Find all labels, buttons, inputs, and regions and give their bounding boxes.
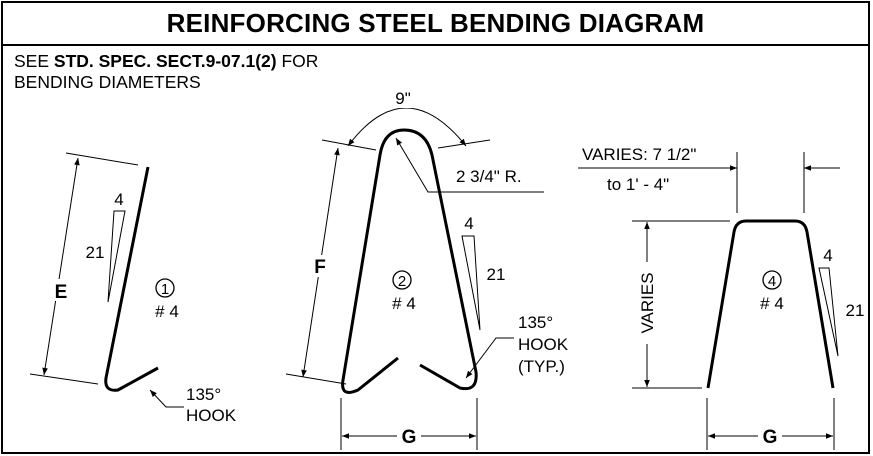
bar-2-top-width: 9"	[395, 89, 411, 108]
note-suffix: FOR	[276, 51, 319, 71]
bar-2-slope-run: 4	[464, 214, 473, 233]
bar-4-slope-triangle	[818, 267, 839, 357]
bar-2-top-ext-left	[321, 139, 377, 151]
bar-1-mark-circle	[155, 278, 175, 298]
bar-2-slope-triangle	[461, 235, 481, 331]
bar-2-shape	[341, 128, 478, 394]
bar-1-mark-number: 1	[161, 281, 169, 298]
bar-4-top-width-line-1: VARIES: 7 1/2"	[582, 145, 696, 164]
bar-4-mark-circle	[762, 270, 782, 290]
bar-2-size: # 4	[392, 294, 416, 313]
note-line-1: SEE STD. SPEC. SECT.9-07.1(2) FOR	[14, 51, 318, 72]
bar-4-mark-number: 4	[768, 273, 776, 290]
bending-note: SEE STD. SPEC. SECT.9-07.1(2) FOR BENDIN…	[14, 51, 318, 93]
page-title: REINFORCING STEEL BENDING DIAGRAM	[166, 8, 705, 38]
bar-4-size: # 4	[760, 294, 784, 313]
bar-1-hook-leader	[149, 389, 184, 408]
bar-1-ext-bottom	[29, 373, 99, 385]
title-bar: REINFORCING STEEL BENDING DIAGRAM	[3, 3, 868, 46]
bar-2-radius-label: 2 3/4" R.	[456, 167, 522, 186]
bar-4-dimension-base-label: G	[763, 427, 778, 448]
bar-1-ext-top	[65, 152, 139, 166]
spec-reference: STD. SPEC. SECT.9-07.1(2)	[53, 51, 277, 71]
bar-4-slope-run: 4	[823, 246, 832, 265]
bar-1-slope-triangle	[107, 210, 126, 303]
bar-2-slope-rise: 21	[487, 265, 506, 284]
bar-4-group: VARIES: 7 1/2" to 1' - 4" VARIES 4 21 4 …	[578, 145, 864, 450]
bar-2-top-dimension-arc	[347, 107, 467, 147]
bar-2-ext-bottom-left	[285, 373, 347, 385]
bar-4-top-width-line-2: to 1' - 4"	[607, 175, 669, 194]
bar-1-slope-rise: 21	[86, 243, 105, 262]
note-prefix: SEE	[14, 51, 54, 71]
bar-2-dimension-base-label: G	[402, 427, 417, 448]
bar-2-hook-note: (TYP.)	[518, 357, 565, 376]
bar-1-hook-angle: 135°	[186, 385, 221, 404]
bar-2-hook-angle: 135°	[518, 313, 553, 332]
bar-1-slope-run: 4	[114, 190, 123, 209]
bar-2-hook-label: HOOK	[518, 335, 569, 354]
bar-4-dimension-height-label: VARIES	[638, 272, 657, 333]
bar-1-hook-label: HOOK	[186, 406, 237, 425]
bar-2-mark-number: 2	[398, 273, 406, 290]
bar-1-dimension-label: E	[55, 282, 68, 303]
note-line-2: BENDING DIAMETERS	[14, 72, 201, 92]
bar-2-radius-leader	[395, 137, 544, 193]
bar-2-group: 9" 2 3/4" R. F 4 21 2 # 4 135° HOOK (TYP…	[285, 88, 569, 450]
bar-1-size: # 4	[155, 302, 179, 321]
bar-4-shape	[706, 219, 835, 389]
bar-1-group: E 4 21 1 # 4 135° HOOK	[29, 152, 237, 425]
bar-2-hook-leader	[465, 337, 514, 379]
bar-1-dimension-line	[42, 157, 80, 376]
bar-1-shape	[104, 166, 159, 392]
bar-2-dimension-side-label: F	[314, 257, 326, 278]
bar-2-mark-circle	[392, 270, 412, 290]
bar-4-slope-rise: 21	[846, 301, 865, 320]
bar-2-top-ext-right	[437, 139, 491, 149]
